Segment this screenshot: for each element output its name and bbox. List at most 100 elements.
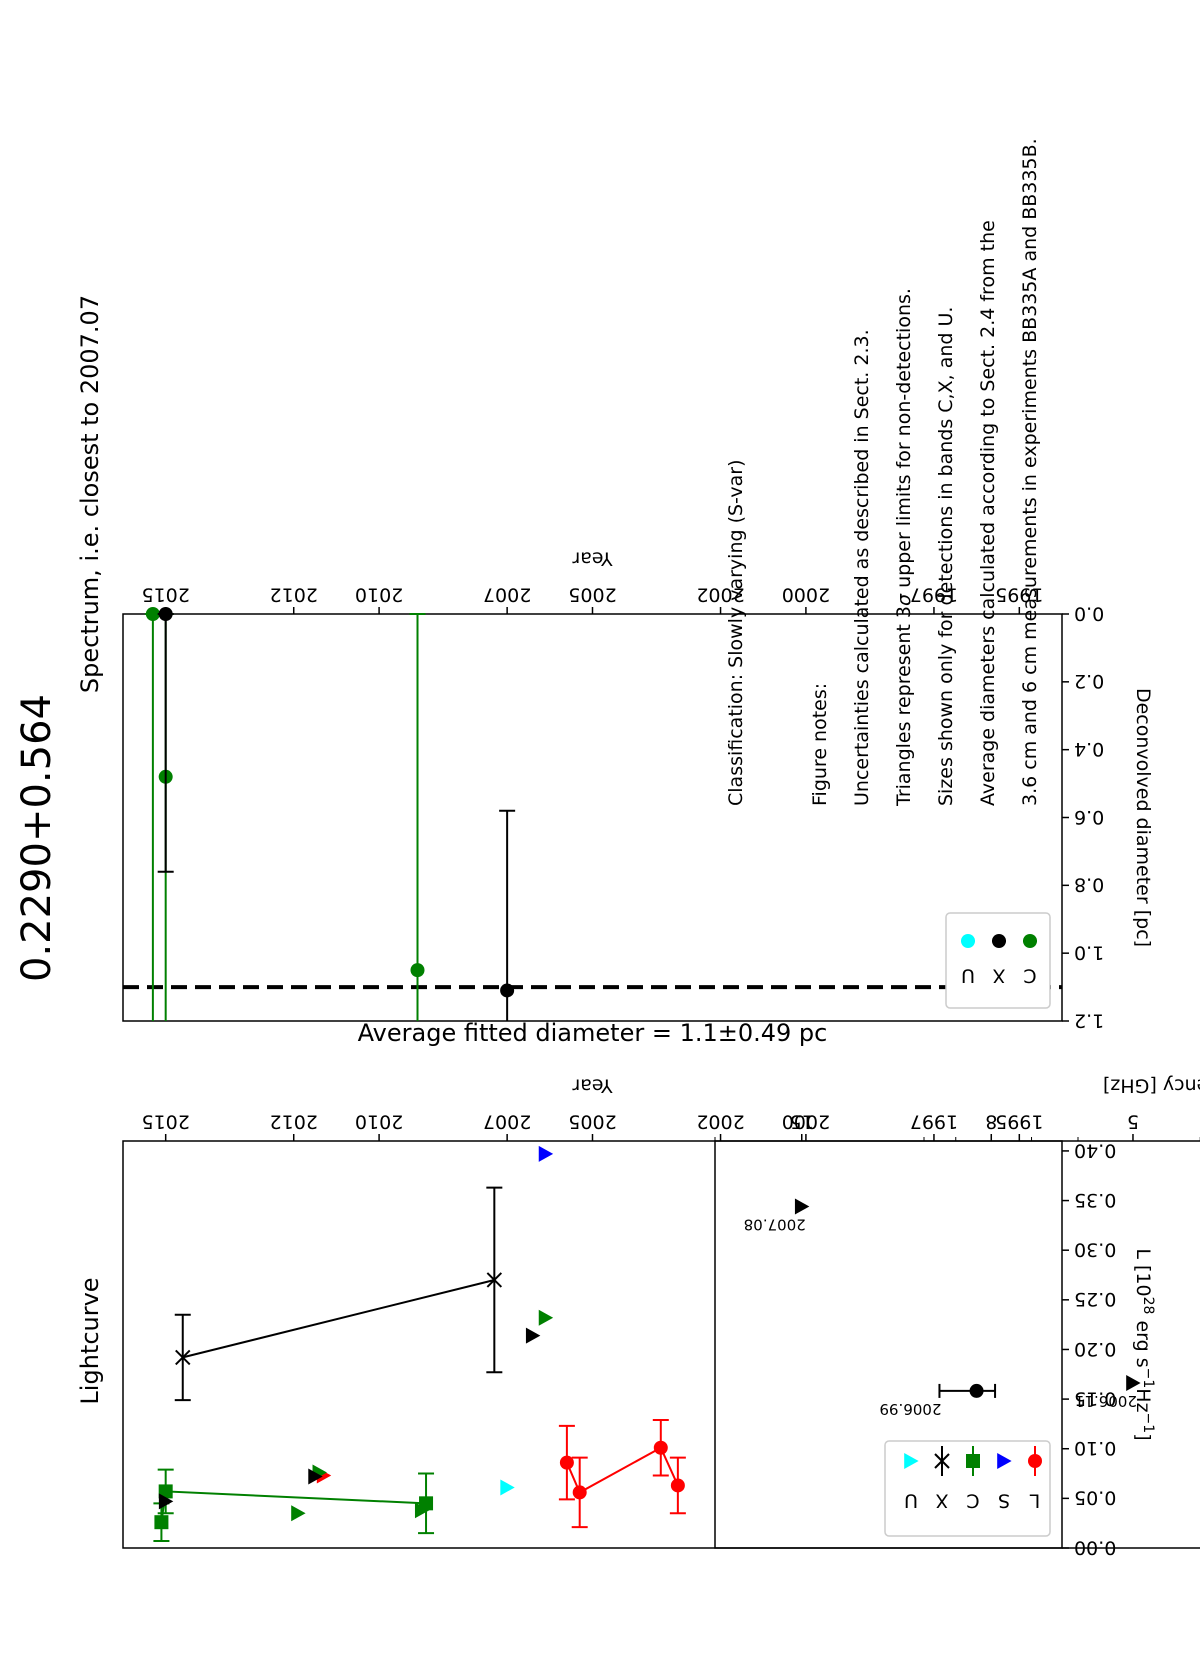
series-C: [153, 1309, 554, 1543]
dm-x-tick-label: 1997: [910, 584, 958, 606]
y-axis-label: L [1028 erg s−1Hz−1]: [1132, 1248, 1156, 1440]
dm-legend-box: [945, 912, 1051, 1009]
series-line-X: [182, 1279, 495, 1359]
data-point-L-0: [670, 1478, 685, 1493]
dm-point-C-2: [144, 607, 161, 1021]
spectrum-limit-1: 2006.11: [1075, 1374, 1141, 1410]
upper-limit-X-2: [158, 1493, 174, 1510]
upper-limit-S-0: [538, 1145, 554, 1162]
note-line-3: Sizes shown only for detections in bands…: [935, 306, 957, 806]
dm-y-tick-label: 0.8: [1074, 874, 1104, 896]
data-point-X-0: [486, 1272, 503, 1288]
dm-y-tick-label: 0.0: [1074, 602, 1104, 624]
y-tick-label: 0.35: [1074, 1189, 1116, 1211]
dm-x-tick-label: 2012: [270, 584, 318, 606]
note-line-5: 3.6 cm and 6 cm measurements in experime…: [1019, 138, 1041, 806]
dm-y-tick-label: 0.4: [1074, 738, 1104, 760]
upper-limit-C-0: [538, 1309, 554, 1326]
lightcurve-title: Lightcurve: [76, 1277, 104, 1404]
spectrum-point-1: [969, 1383, 984, 1398]
dm-y-tick-label: 0.6: [1074, 806, 1104, 828]
dm-y-tick-label: 0.2: [1074, 670, 1104, 692]
dm-point-X-0: [499, 809, 516, 1021]
dm-marker: [145, 607, 160, 621]
series-S: [538, 1145, 554, 1162]
lightcurve-panel: Lightcurve199519972000200220052007201020…: [76, 1074, 1156, 1558]
legend-label-X: X: [935, 1489, 948, 1511]
dm-series-X: [157, 607, 516, 1021]
spectrum-limit-label: 2006.11: [1075, 1392, 1137, 1410]
spectrum-title: Spectrum, i.e. closest to 2007.07: [76, 295, 104, 693]
spectrum-limit-marker-1: [1126, 1374, 1141, 1391]
note-line-2: Triangles represent 3σ upper limits for …: [883, 26, 925, 806]
upper-limit-U-0: [500, 1479, 515, 1496]
spectrum-frame: [714, 1140, 1200, 1549]
x-tick-label: 2000: [782, 1111, 830, 1133]
dm-x-tick-label: 2010: [355, 584, 403, 606]
y-axis-label-mid2: Hz: [1132, 1388, 1154, 1412]
frequency-axis-label: Frequency [GHz]: [1103, 1074, 1200, 1096]
data-point-C-2: [154, 1515, 169, 1530]
data-point-L-1: [653, 1440, 668, 1455]
dm-legend-label-C: C: [1023, 964, 1036, 986]
dm-x-tick-label: 2000: [782, 584, 830, 606]
x-tick-label: 2012: [270, 1111, 318, 1133]
freq-tick-label: 15: [790, 1111, 814, 1133]
x-tick-label: 2010: [355, 1111, 403, 1133]
legend-label-L: L: [1029, 1489, 1040, 1511]
series-X: [158, 1186, 541, 1510]
dm-series-C: [144, 607, 426, 1021]
spectrum-limit-2: 2007.08: [744, 1198, 810, 1234]
y-tick-label: 0.40: [1074, 1139, 1116, 1161]
dm-marker: [410, 963, 425, 978]
upper-limit-X-1: [308, 1468, 323, 1485]
legend-marker-X-b: [934, 1453, 950, 1469]
diameter-panel: Average fitted diameter = 1.1±0.49 pc199…: [122, 547, 1154, 1047]
upper-limit-C-2: [291, 1505, 306, 1522]
dm-legend-marker-U: [961, 934, 975, 948]
data-point-X-0-b: [486, 1272, 503, 1288]
diameter-legend: CXU: [945, 912, 1051, 1009]
dm-legend-label-U: U: [961, 964, 975, 986]
note-line-1: Uncertainties calculated as described in…: [851, 329, 873, 806]
data-point-C-1: [158, 1484, 173, 1499]
dm-x-tick-label: 2015: [142, 584, 190, 606]
dm-x-tick-label: 2005: [568, 584, 616, 606]
x-tick-label: 2005: [568, 1111, 616, 1133]
dm-legend-label-X: X: [992, 964, 1005, 986]
x-tick-label: 1995: [995, 1111, 1043, 1133]
dm-y-tick-label: 1.2: [1074, 1009, 1104, 1031]
data-point-L-3: [559, 1455, 574, 1470]
spectrum-limit-label: 2007.08: [744, 1216, 806, 1234]
dm-x-tick-label: 2007: [483, 584, 531, 606]
legend-label-U: U: [904, 1489, 918, 1511]
figure-notes: Classification: Slowly varying (S-var) F…: [715, 26, 1051, 806]
y-axis-label-exp3: −1: [1140, 1413, 1156, 1434]
dm-point-X-1: [157, 607, 174, 873]
dm-x-tick-label: 1995: [995, 584, 1043, 606]
dm-marker: [500, 983, 515, 998]
freq-error-bar-1: [938, 1383, 997, 1398]
data-point-X-1-b: [175, 1349, 191, 1366]
notes-heading: Figure notes:: [809, 682, 831, 806]
y-axis-label-pre: L [10: [1132, 1248, 1154, 1296]
x-tick-label: 1997: [910, 1111, 958, 1133]
y-axis-label-exp1: 28: [1140, 1297, 1156, 1315]
page-title: 0.2290+0.564: [14, 694, 60, 982]
y-tick-label: 0.25: [1074, 1288, 1116, 1310]
freq-tick-label: 8: [985, 1111, 997, 1133]
legend-marker-U: [904, 1453, 919, 1469]
dm-point-C-0: [409, 613, 426, 1021]
x-tick-label: 2002: [696, 1111, 744, 1133]
freq-tick-label: 5: [1127, 1111, 1139, 1133]
x-axis-label: Year: [572, 1074, 613, 1096]
y-tick-label: 0.15: [1074, 1387, 1116, 1409]
legend-marker-X: [934, 1453, 950, 1469]
data-point-X-1: [175, 1349, 191, 1366]
dm-legend-marker-C: [1023, 934, 1037, 948]
y-axis-label-exp2: −1: [1140, 1368, 1156, 1389]
y-tick-label: 0.20: [1074, 1338, 1116, 1360]
